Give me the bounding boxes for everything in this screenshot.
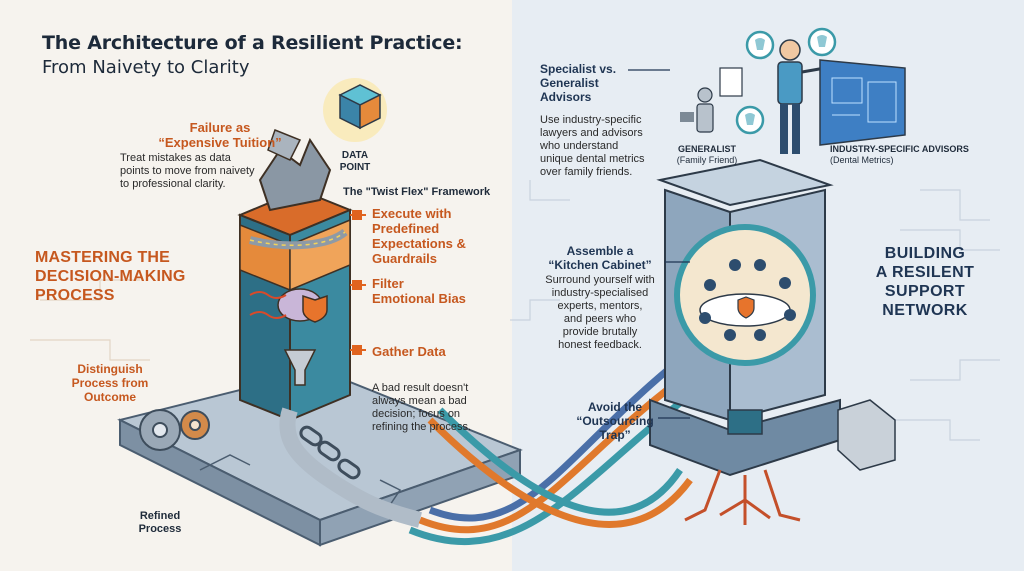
specialist-body-line: Use industry-specific bbox=[540, 114, 642, 126]
support-tower bbox=[649, 158, 841, 525]
gear-icon bbox=[139, 409, 210, 451]
callout-lines bbox=[628, 69, 690, 419]
bad-result-note: A bad result doesn't always mean a bad d… bbox=[372, 382, 502, 434]
kitchen-title: Assemble a “Kitchen Cabinet” bbox=[535, 244, 665, 272]
failure-body-line: points to move from naivety bbox=[120, 165, 255, 177]
bad-result-line: decision; focus on bbox=[372, 408, 461, 420]
kitchen-body-line: and peers who bbox=[563, 313, 637, 325]
step-execute: Execute with Predefined Expectations & G… bbox=[372, 206, 466, 266]
kitchen-body-line: industry-specialised bbox=[551, 287, 649, 299]
generalist-label: GENERALIST (Family Friend) bbox=[668, 144, 746, 166]
step-filter-line: Emotional Bias bbox=[372, 291, 466, 306]
step-execute-line: Predefined bbox=[372, 221, 440, 236]
page-title: The Architecture of a Resilient Practice… bbox=[42, 32, 463, 54]
advisor-figure bbox=[777, 39, 826, 154]
kitchen-body-line: provide brutally bbox=[562, 326, 638, 338]
left-heading-line: DECISION-MAKING bbox=[35, 268, 186, 285]
bad-result-line: A bad result doesn't bbox=[372, 382, 469, 394]
blueprint-icon bbox=[819, 59, 906, 146]
step-filter: Filter Emotional Bias bbox=[372, 276, 466, 306]
kitchen-title-line: “Kitchen Cabinet” bbox=[548, 258, 652, 272]
failure-title-line: “Expensive Tuition” bbox=[158, 135, 282, 150]
specialist-body-line: who understand bbox=[540, 140, 619, 152]
left-heading-line: PROCESS bbox=[35, 287, 115, 304]
step-gather-line: Gather Data bbox=[372, 344, 446, 359]
step-connectors bbox=[350, 214, 366, 351]
specialist-body-line: over family friends. bbox=[540, 166, 633, 178]
right-heading-line: SUPPORT bbox=[884, 283, 966, 300]
right-heading-line: A RESILENT bbox=[875, 264, 975, 281]
data-point-label: DATA POINT bbox=[330, 150, 380, 174]
kitchen-body: Surround yourself with industry-speciali… bbox=[535, 274, 665, 352]
avoid-line: Avoid the bbox=[587, 400, 643, 414]
connecting-cables bbox=[408, 365, 693, 545]
industry-label: INDUSTRY-SPECIFIC ADVISORS (Dental Metri… bbox=[830, 144, 1000, 166]
right-heading: BUILDING A RESILENT SUPPORT NETWORK bbox=[855, 244, 995, 320]
refined-process-label: Refined Process bbox=[130, 510, 190, 536]
specialist-title-line: Generalist bbox=[540, 76, 599, 90]
specialist-body: Use industry-specific lawyers and adviso… bbox=[540, 114, 670, 179]
failure-body: Treat mistakes as data points to move fr… bbox=[120, 152, 290, 191]
failure-title: Failure as “Expensive Tuition” bbox=[140, 120, 300, 150]
distinguish-line: Outcome bbox=[83, 390, 136, 404]
failure-body-line: Treat mistakes as data bbox=[120, 152, 231, 164]
generalist-label-title: GENERALIST bbox=[677, 144, 736, 154]
framework-title: The "Twist Flex" Framework bbox=[343, 186, 491, 198]
failure-body-line: to professional clarity. bbox=[120, 178, 226, 190]
bad-result-line: always mean a bad bbox=[372, 395, 467, 407]
tooth-badges bbox=[735, 27, 837, 135]
left-heading: MASTERING THE DECISION-MAKING PROCESS bbox=[35, 248, 186, 305]
bad-result-line: refining the process. bbox=[372, 421, 472, 433]
avoid-line: Trap” bbox=[599, 428, 631, 442]
right-heading-line: NETWORK bbox=[882, 302, 968, 319]
broken-block-icon bbox=[837, 399, 896, 471]
kitchen-body-line: honest feedback. bbox=[558, 339, 642, 351]
avoid-outsourcing: Avoid the “Outsourcing Trap” bbox=[575, 400, 655, 442]
kitchen-body-line: Surround yourself with bbox=[545, 274, 655, 286]
specialist-title: Specialist vs. Generalist Advisors bbox=[540, 62, 616, 104]
specialist-body-line: unique dental metrics bbox=[540, 153, 645, 165]
step-filter-line: Filter bbox=[372, 276, 404, 291]
kitchen-body-line: experts, mentors, bbox=[557, 300, 643, 312]
page-subtitle: From Naivety to Clarity bbox=[42, 57, 250, 78]
specialist-title-line: Advisors bbox=[540, 90, 592, 104]
decision-tower bbox=[237, 129, 422, 528]
broken-chain-icon bbox=[299, 425, 361, 480]
refined-line: Process bbox=[138, 523, 182, 535]
step-execute-line: Execute with bbox=[372, 206, 452, 221]
step-execute-line: Guardrails bbox=[372, 251, 438, 266]
industry-label-sub: (Dental Metrics) bbox=[830, 155, 894, 165]
kitchen-title-line: Assemble a bbox=[566, 244, 634, 258]
step-execute-line: Expectations & bbox=[372, 236, 466, 251]
industry-label-title: INDUSTRY-SPECIFIC ADVISORS bbox=[830, 144, 969, 154]
distinguish-label: Distinguish Process from Outcome bbox=[55, 362, 165, 404]
right-heading-line: BUILDING bbox=[884, 245, 966, 262]
specialist-title-line: Specialist vs. bbox=[540, 62, 617, 76]
refined-line: Refined bbox=[139, 510, 181, 522]
generalist-label-sub: (Family Friend) bbox=[676, 155, 738, 165]
failure-title-line: Failure as bbox=[189, 120, 251, 135]
left-heading-line: MASTERING THE bbox=[35, 249, 171, 266]
distinguish-line: Process from bbox=[71, 376, 149, 390]
circuit-lines bbox=[510, 180, 1000, 441]
data-point-line: DATA bbox=[341, 150, 369, 161]
generalist-figure bbox=[680, 67, 743, 133]
data-point-cube-icon bbox=[323, 78, 387, 142]
step-gather: Gather Data bbox=[372, 344, 446, 359]
data-point-line: POINT bbox=[339, 162, 371, 173]
distinguish-line: Distinguish bbox=[77, 362, 143, 376]
specialist-body-line: lawyers and advisors bbox=[540, 127, 643, 139]
avoid-line: “Outsourcing bbox=[576, 414, 654, 428]
